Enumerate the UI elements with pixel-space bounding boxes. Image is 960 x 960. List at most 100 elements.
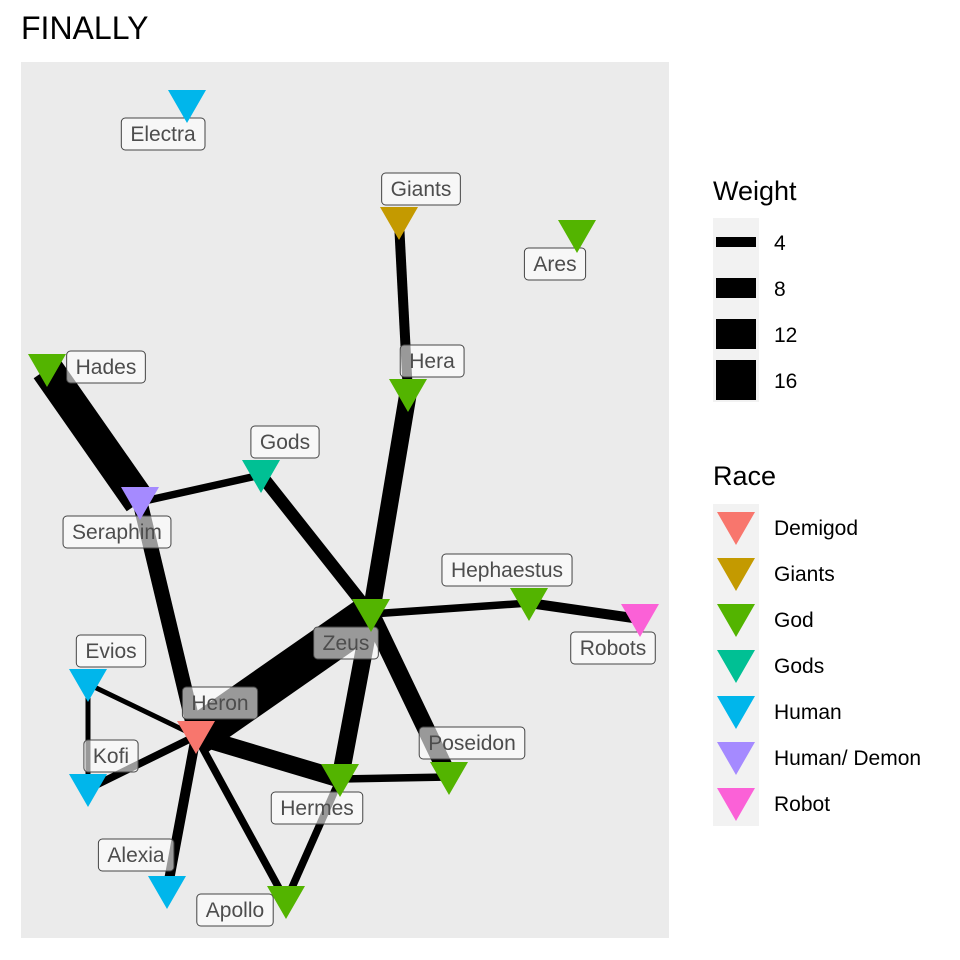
edge-hermes-poseidon <box>339 773 450 783</box>
node-label-electra: Electra <box>120 117 206 151</box>
node-label-text: Hades <box>76 356 137 379</box>
race-legend-label: God <box>774 609 814 632</box>
node-label-text: Zeus <box>323 632 370 655</box>
node-label-text: Poseidon <box>428 732 516 755</box>
node-label-text: Gods <box>260 431 310 454</box>
node-label-text: Kofi <box>93 745 129 768</box>
node-label-hera: Hera <box>399 344 465 378</box>
race-legend-key-giants <box>717 558 755 591</box>
node-label-text: Hermes <box>280 797 354 820</box>
weight-legend-items: 4 8 12 16 <box>716 232 797 400</box>
node-label-box <box>196 893 274 927</box>
node-hera[interactable] <box>389 379 427 412</box>
node-label-zeus: Zeus <box>313 626 379 660</box>
node-zeus[interactable] <box>352 599 390 632</box>
node-hephaestus[interactable] <box>510 588 548 621</box>
edge-heron-kofi <box>86 732 198 793</box>
edge-zeus-hephaestus <box>370 599 530 618</box>
nodes-layer <box>28 90 659 919</box>
node-alexia[interactable] <box>148 876 186 909</box>
race-legend-key-human-demon <box>717 742 755 775</box>
node-label-box <box>270 791 364 825</box>
node-label-alexia: Alexia <box>97 838 175 872</box>
node-label-box <box>120 117 206 151</box>
race-legend-key-gods <box>717 650 755 683</box>
node-label-text: Apollo <box>206 899 264 922</box>
race-legend-label: Giants <box>774 563 835 586</box>
node-label-giants: Giants <box>381 172 461 206</box>
node-label-text: Giants <box>391 178 452 201</box>
node-label-kofi: Kofi <box>83 739 139 773</box>
node-label-ares: Ares <box>523 247 587 281</box>
node-label-hermes: Hermes <box>270 791 364 825</box>
node-ares[interactable] <box>558 220 596 253</box>
edge-heron-apollo <box>192 734 290 903</box>
node-label-heron: Heron <box>181 686 259 720</box>
edge-hades-seraphim <box>33 359 154 512</box>
node-label-gods: Gods <box>250 425 320 459</box>
node-electra[interactable] <box>168 90 206 123</box>
weight-legend-label: 16 <box>774 370 797 393</box>
race-legend-label: Human/ Demon <box>774 747 921 770</box>
race-legend-key-god <box>717 604 755 637</box>
node-label-box <box>313 626 379 660</box>
node-kofi[interactable] <box>69 774 107 807</box>
weight-legend-label: 12 <box>774 324 797 347</box>
node-label-box <box>181 686 259 720</box>
weight-legend-label: 8 <box>774 278 786 301</box>
node-label-text: Alexia <box>107 844 165 867</box>
edge-hera-zeus <box>362 392 417 616</box>
node-apollo[interactable] <box>267 886 305 919</box>
race-legend-title: Race <box>713 461 776 491</box>
edge-heron-hermes <box>193 727 343 788</box>
race-legend-label: Gods <box>774 655 824 678</box>
node-label-box <box>66 350 146 384</box>
node-label-box <box>399 344 465 378</box>
node-label-box <box>381 172 461 206</box>
node-robots[interactable] <box>621 604 659 637</box>
node-label-box <box>62 515 172 549</box>
node-evios[interactable] <box>69 669 107 702</box>
edge-gods-zeus <box>256 471 376 618</box>
node-label-box <box>418 726 526 760</box>
race-legend-key-demigod <box>717 512 755 545</box>
node-label-apollo: Apollo <box>196 893 274 927</box>
race-legend-key-human <box>717 696 755 729</box>
race-legend-key-robot <box>717 788 755 821</box>
node-label-evios: Evios <box>75 634 147 668</box>
race-legend-label: Robot <box>774 793 830 816</box>
edge-heron-evios <box>86 681 198 739</box>
chart-title: FINALLY <box>21 10 149 46</box>
node-seraphim[interactable] <box>121 487 159 520</box>
node-hermes[interactable] <box>321 764 359 797</box>
node-label-text: Hephaestus <box>451 559 563 582</box>
node-label-hades: Hades <box>66 350 146 384</box>
node-label-box <box>570 631 656 665</box>
node-heron[interactable] <box>177 721 215 754</box>
node-label-seraphim: Seraphim <box>62 515 172 549</box>
weight-legend-title: Weight <box>713 176 797 206</box>
node-giants[interactable] <box>380 207 418 240</box>
node-label-robots: Robots <box>570 631 656 665</box>
node-poseidon[interactable] <box>430 762 468 795</box>
node-label-box <box>75 634 147 668</box>
node-gods[interactable] <box>242 460 280 493</box>
race-legend-label: Human <box>774 701 842 724</box>
edge-seraphim-gods <box>139 471 262 506</box>
node-label-box <box>250 425 320 459</box>
node-label-text: Electra <box>130 123 196 146</box>
node-label-text: Ares <box>533 253 576 276</box>
edge-hephaestus-robots <box>528 598 641 624</box>
weight-legend-label: 4 <box>774 232 786 255</box>
node-label-text: Evios <box>85 640 136 663</box>
node-label-box <box>97 838 175 872</box>
node-label-box <box>83 739 139 773</box>
node-label-hephaestus: Hephaestus <box>441 553 573 587</box>
weight-legend: Weight 4 8 12 16 <box>713 176 797 402</box>
node-label-text: Hera <box>409 350 455 373</box>
node-hades[interactable] <box>28 354 66 387</box>
